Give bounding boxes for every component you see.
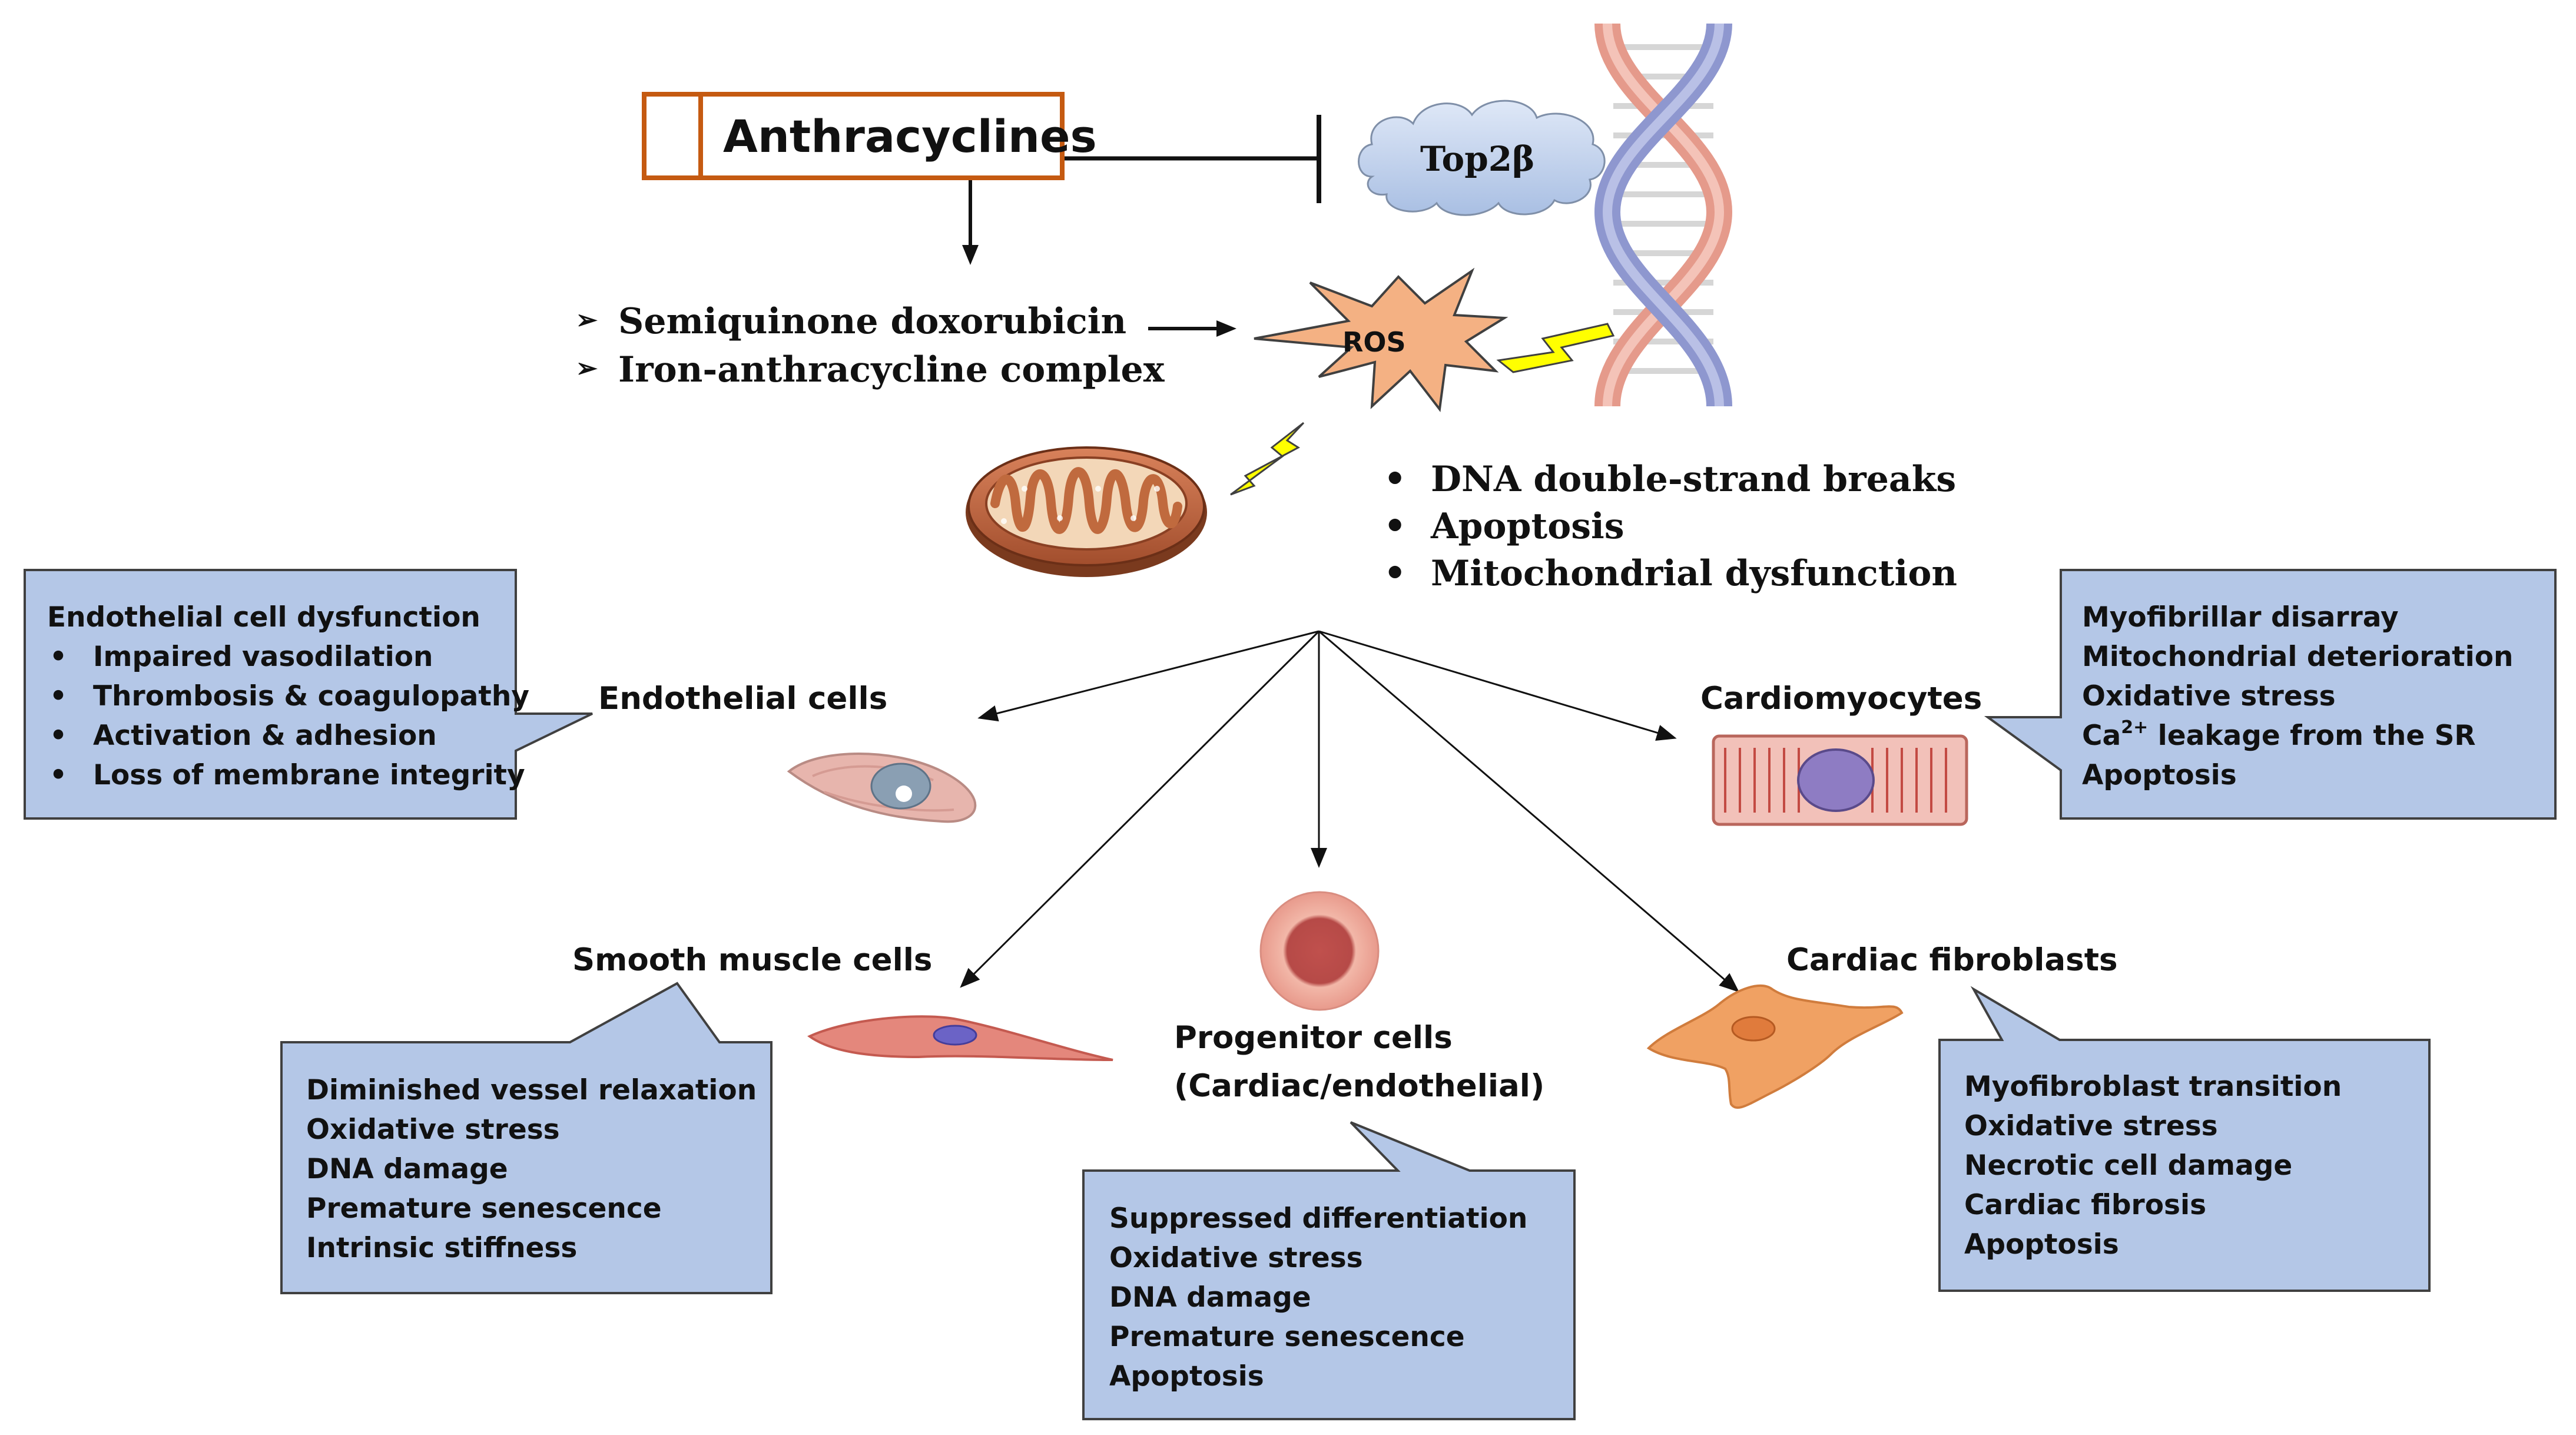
cardiomyocyte-item: Myofibrillar disarray: [2082, 601, 2399, 634]
top2b-label: Top2β: [1420, 139, 1535, 179]
effect-item: Apoptosis: [1378, 503, 1957, 550]
top2b-cloud-shape: [1358, 100, 1606, 216]
progenitor-cells-label: Progenitor cells (Cardiac/endothelial): [1174, 1014, 1544, 1111]
smooth-muscle-callout: [280, 982, 773, 1294]
calcium-symbol: Ca: [2082, 720, 2121, 752]
fibroblast-item: Myofibroblast transition: [1964, 1071, 2342, 1103]
progenitor-item: DNA damage: [1109, 1281, 1311, 1314]
smooth-muscle-item: Diminished vessel relaxation: [306, 1074, 757, 1106]
progenitor-cell-icon: [1259, 891, 1380, 1011]
cardiac-fibroblasts-label: Cardiac fibroblasts: [1786, 942, 2118, 978]
cardiomyocytes-callout-text: Myofibrillar disarray Mitochondrial dete…: [2082, 598, 2514, 795]
progenitor-callout: [1082, 1121, 1576, 1420]
fibroblast-item: Apoptosis: [1964, 1228, 2119, 1261]
mechanism-item: Iron-anthracycline complex: [576, 345, 1164, 393]
fibroblast-item: Oxidative stress: [1964, 1110, 2218, 1142]
calcium-leak-text: leakage from the SR: [2148, 720, 2476, 752]
endothelial-item: Activation & adhesion: [47, 716, 529, 755]
cardiomyocyte-item: Oxidative stress: [2082, 680, 2336, 712]
smooth-muscle-item: Premature senescence: [306, 1192, 662, 1225]
fibroblast-item: Cardiac fibrosis: [1964, 1189, 2207, 1221]
cardiomyocyte-item-calcium: Ca2+ leakage from the SR: [2082, 716, 2514, 755]
progenitor-label-line: Progenitor cells: [1174, 1020, 1453, 1056]
cardiomyocytes-callout: [1984, 569, 2557, 820]
progenitor-label-line: (Cardiac/endothelial): [1174, 1068, 1545, 1104]
calcium-charge: 2+: [2121, 717, 2149, 738]
progenitor-item: Premature senescence: [1109, 1321, 1465, 1353]
title-box-divider: [698, 97, 703, 175]
progenitor-item: Suppressed differentiation: [1109, 1202, 1528, 1235]
smooth-muscle-item: Intrinsic stiffness: [306, 1232, 578, 1264]
progenitor-item: Apoptosis: [1109, 1360, 1264, 1393]
endothelial-callout-text: Endothelial cell dysfunction Impaired va…: [47, 598, 529, 795]
cardiomyocytes-label: Cardiomyocytes: [1700, 681, 1982, 717]
mechanism-item: Semiquinone doxorubicin: [576, 297, 1164, 345]
smooth-muscle-cell-icon: [807, 1015, 1113, 1061]
progenitor-callout-text: Suppressed differentiation Oxidative str…: [1109, 1199, 1527, 1396]
cardiomyocyte-item: Apoptosis: [2082, 759, 2237, 791]
endothelial-cell-icon: [787, 753, 977, 823]
anthracyclines-title: Anthracyclines: [723, 110, 1097, 163]
anthracyclines-title-box: Anthracyclines: [642, 92, 1097, 180]
endothelial-item: Loss of membrane integrity: [47, 755, 529, 795]
ros-burst-shape: [1254, 267, 1509, 413]
mitochondrion-icon: [966, 446, 1207, 577]
endothelial-box-title: Endothelial cell dysfunction: [47, 601, 480, 634]
mechanism-list: Semiquinone doxorubicin Iron-anthracycli…: [576, 297, 1164, 393]
endothelial-item: Impaired vasodilation: [47, 637, 529, 677]
effect-item: Mitochondrial dysfunction: [1378, 550, 1957, 597]
progenitor-item: Oxidative stress: [1109, 1242, 1363, 1274]
smooth-muscle-item: Oxidative stress: [306, 1113, 560, 1146]
endothelial-cells-label: Endothelial cells: [598, 681, 888, 717]
lightning-icon: [1230, 422, 1305, 496]
smooth-muscle-item: DNA damage: [306, 1153, 508, 1185]
ros-label: ROS: [1342, 326, 1406, 358]
dna-helix-icon: [1594, 22, 1733, 407]
cardiac-fibroblast-icon: [1646, 985, 1904, 1109]
cardiomyocyte-item: Mitochondrial deterioration: [2082, 641, 2514, 673]
smooth-muscle-cells-label: Smooth muscle cells: [572, 942, 933, 978]
cardiomyocyte-icon: [1712, 734, 1968, 826]
effects-list: DNA double-strand breaks Apoptosis Mitoc…: [1378, 456, 1957, 597]
fibroblasts-callout-text: Myofibroblast transition Oxidative stres…: [1964, 1067, 2342, 1264]
effect-item: DNA double-strand breaks: [1378, 456, 1957, 503]
fibroblast-item: Necrotic cell damage: [1964, 1149, 2293, 1182]
fibroblasts-callout: [1938, 986, 2431, 1292]
endothelial-item: Thrombosis & coagulopathy: [47, 677, 529, 716]
smooth-muscle-callout-text: Diminished vessel relaxation Oxidative s…: [306, 1071, 757, 1268]
lightning-icon: [1496, 323, 1615, 373]
